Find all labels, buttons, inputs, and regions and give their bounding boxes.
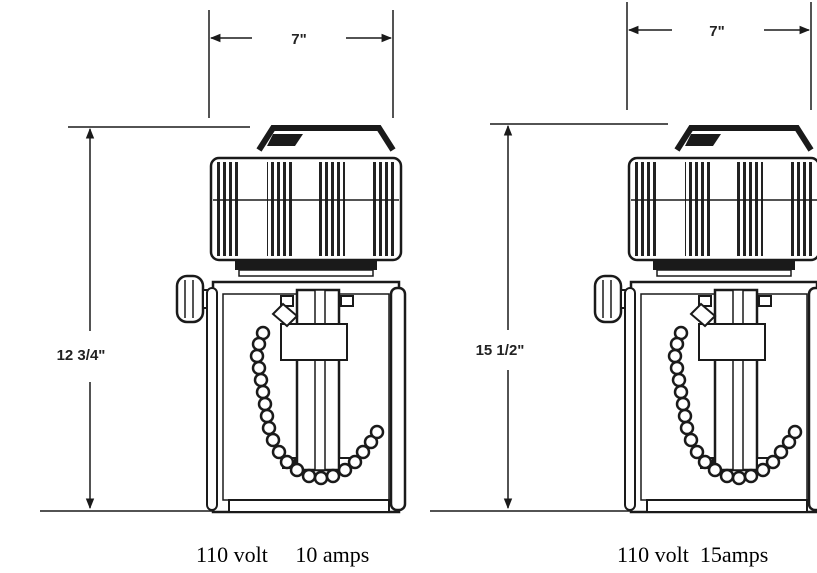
unit-2-amperage: 15amps bbox=[699, 542, 769, 567]
unit-2-caption: 110 volt 15amps bbox=[617, 542, 768, 568]
unit-2-pump-illustration bbox=[595, 128, 817, 512]
unit-1: 7" 12 3/4" bbox=[40, 10, 405, 512]
unit-1-height-label: 12 3/4" bbox=[57, 347, 106, 364]
unit-2: 7" 15 1/2" bbox=[430, 2, 817, 512]
unit-1-width-label: 7" bbox=[291, 31, 306, 48]
unit-2-voltage: 110 volt bbox=[617, 542, 689, 567]
unit-2-height-dimension: 15 1/2" bbox=[476, 123, 668, 510]
unit-2-width-label: 7" bbox=[709, 23, 724, 40]
unit-1-voltage: 110 volt bbox=[196, 542, 268, 567]
unit-2-height-label: 15 1/2" bbox=[476, 342, 525, 359]
unit-1-pump-illustration bbox=[177, 128, 405, 512]
unit-1-amperage: 10 amps bbox=[295, 542, 370, 567]
unit-1-height-dimension: 12 3/4" bbox=[57, 126, 250, 510]
unit-1-width-dimension: 7" bbox=[208, 10, 394, 118]
unit-2-width-dimension: 7" bbox=[626, 2, 812, 110]
unit-1-caption: 110 volt 10 amps bbox=[196, 542, 369, 568]
